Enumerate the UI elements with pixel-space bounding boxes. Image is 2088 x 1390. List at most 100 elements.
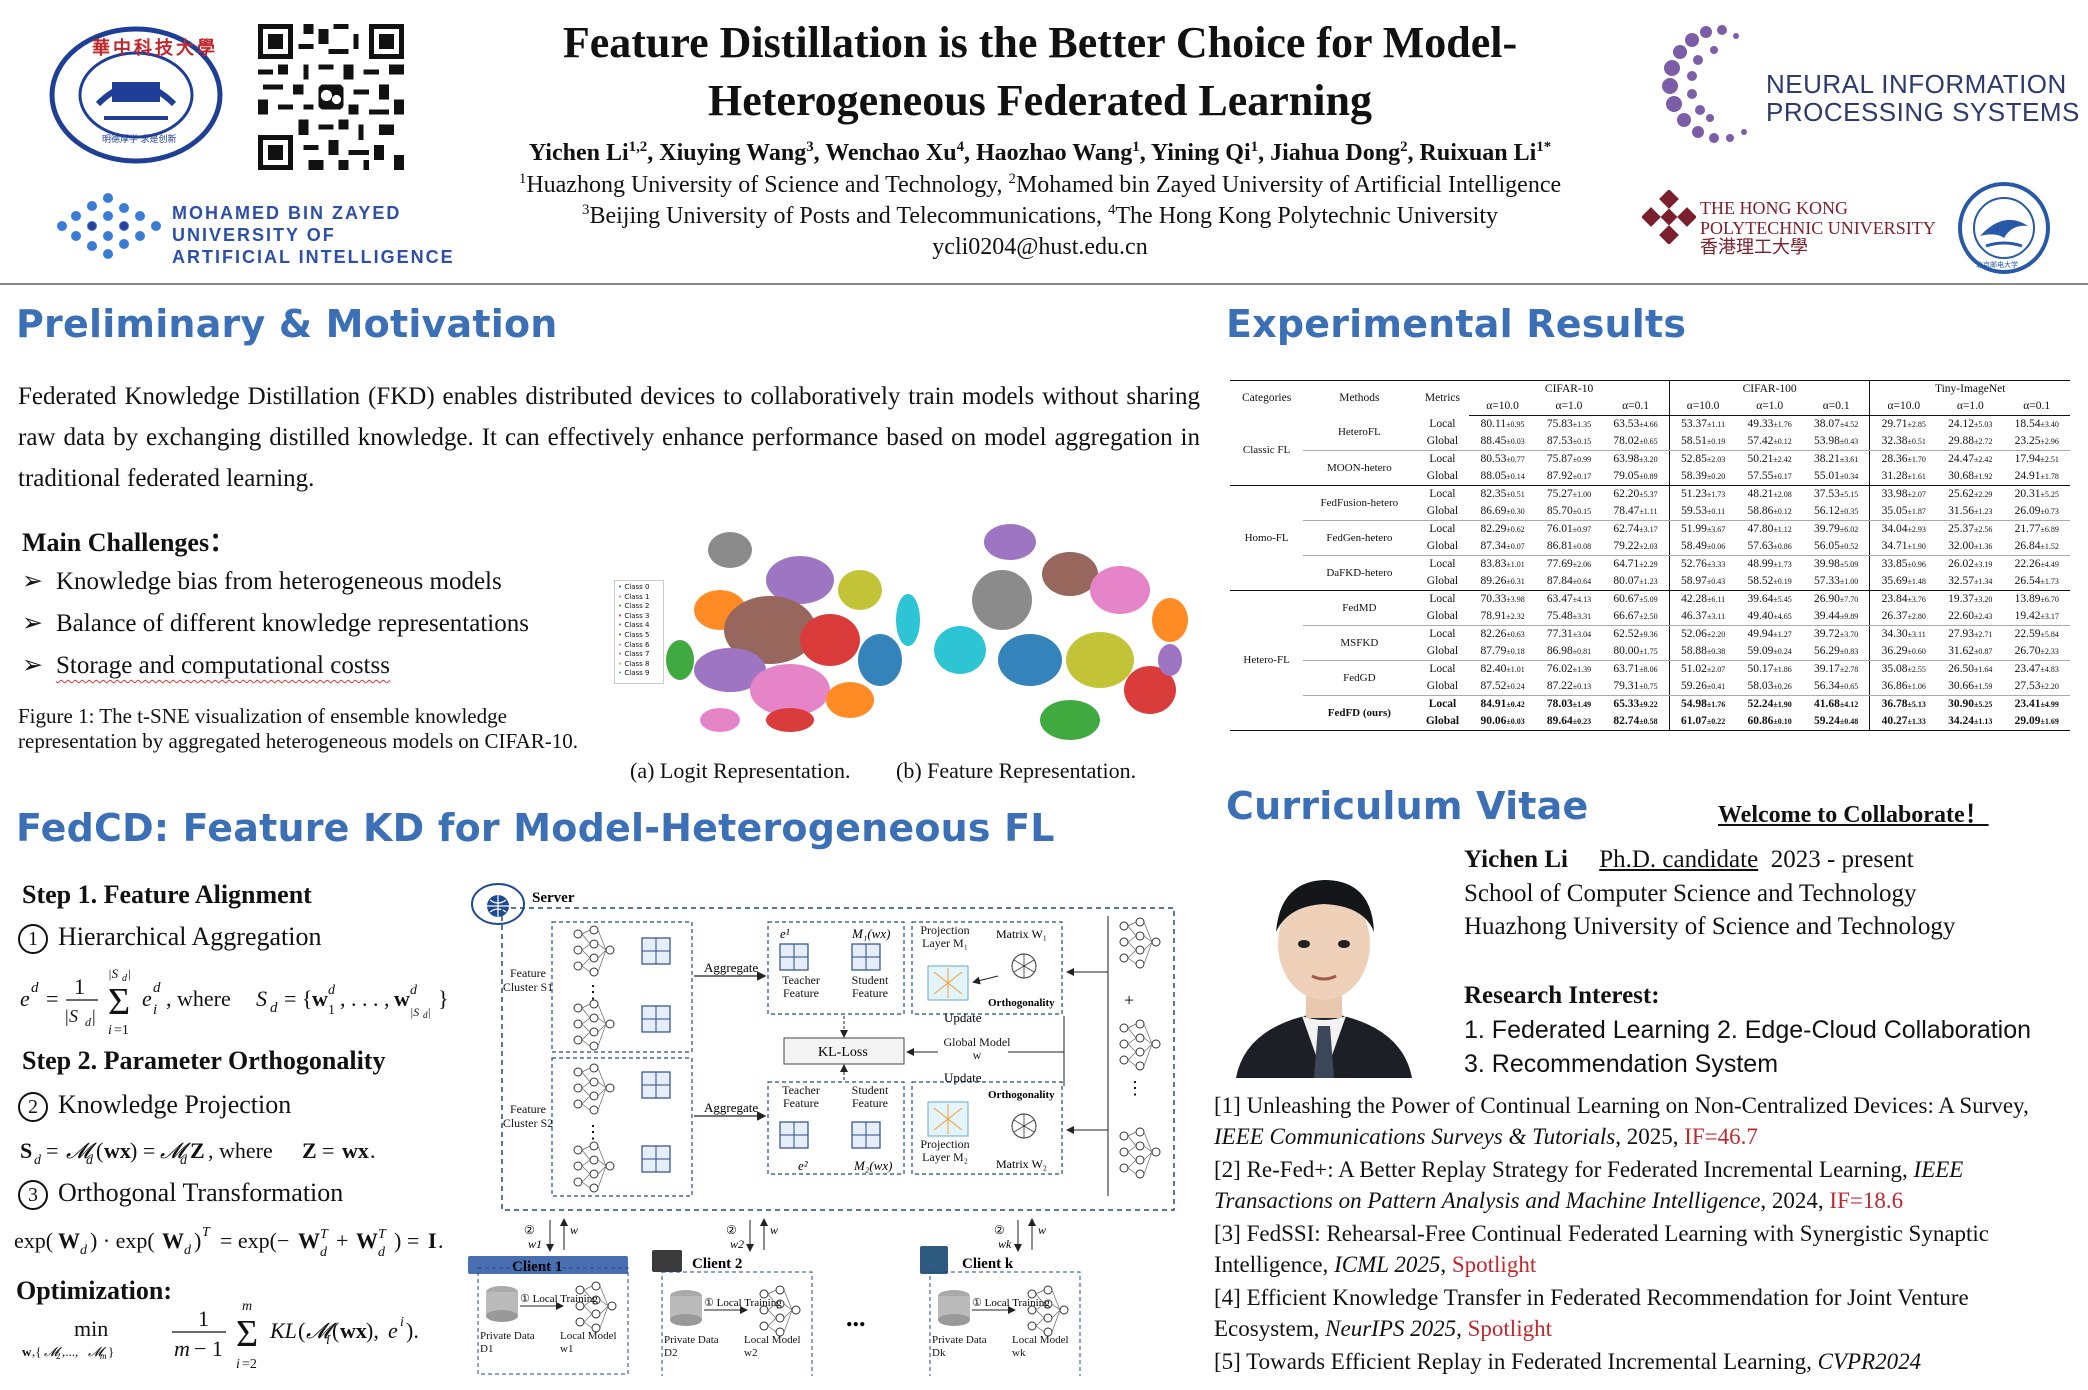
value: 50.17 [1747,663,1774,675]
std-dev: ±0.03 [1506,437,1525,446]
value-cell: 82.74±0.58 [1602,713,1670,731]
value-cell: 63.47±4.13 [1536,591,1602,609]
value: 32.57 [1948,575,1975,587]
email[interactable]: ycli0204@hust.edu.cn [932,234,1148,260]
value-cell: 39.44±9.89 [1802,608,1870,626]
std-dev: ±5.13 [1907,700,1926,709]
value: 38.07 [1814,418,1840,430]
value-cell: 31.62±0.87 [1937,643,2004,661]
std-dev: ±1.76 [1773,420,1792,429]
value: 62.74 [1613,523,1640,535]
value-cell: 57.55±0.17 [1736,468,1803,486]
cv-position: Ph.D. candidate [1599,846,1759,873]
polyu-line-1: THE HONG KONG [1700,198,1848,218]
std-dev: ±3.19 [1974,560,1993,569]
teacher-label: Teacher Feature [782,974,820,1000]
std-dev: ±9.89 [1839,612,1859,621]
value-cell: 40.27±1.33 [1869,713,1938,731]
std-dev: ±1.01 [1506,560,1525,569]
value: 31.28 [1881,470,1908,482]
value-cell: 58.88±0.38 [1668,643,1737,661]
value-cell: 32.38±0.51 [1869,433,1938,451]
cv-name-line: Yichen Li Ph.D. candidate 2023 - present [1464,846,1914,874]
value-cell: 80.11±0.95 [1469,416,1535,434]
model-icon [573,1063,615,1115]
value: 63.47 [1546,593,1573,605]
cv-title: Curriculum Vitae [1226,784,1589,828]
std-dev: ±5.84 [2040,630,2059,639]
value-cell: 62.52±9.36 [1602,626,1669,644]
value: 22.59 [2014,628,2041,640]
value: 22.60 [1948,610,1975,622]
value: 53.37 [1681,418,1707,430]
ref-text: , 2024, [1760,1188,1830,1213]
std-dev: ±6.11 [1707,595,1726,604]
metric-cell: Global [1415,608,1470,626]
std-dev: ±2.32 [1506,612,1525,621]
value-cell: 24.12±5.03 [1937,416,2003,434]
projection-net-icon [927,1101,969,1137]
value-cell: 77.69±2.06 [1536,556,1602,574]
value: 42.28 [1681,593,1707,605]
value: 79.22 [1613,540,1640,552]
value: 88.45 [1480,435,1507,447]
vertical-ellipsis: ⋮ [584,1122,602,1142]
value-cell: 57.33±1.00 [1802,573,1870,591]
std-dev: ±1.87 [1907,507,1926,516]
cv-name: Yichen Li [1464,846,1568,873]
step-2-sub-1-text: Knowledge Projection [58,1090,292,1119]
legend-item: • Class 6 [618,640,650,649]
std-dev: ±0.13 [1572,682,1592,691]
value-cell: 22.59±5.84 [2003,626,2070,644]
svg-text:Z: Z [190,1138,205,1163]
value-cell: 26.09±0.73 [2003,503,2070,521]
value-cell: 49.33±1.76 [1736,416,1802,434]
title-line-1: Feature Distillation is the Better Choic… [562,18,1518,67]
std-dev: ±5.09 [1839,560,1859,569]
value-cell: 88.05±0.14 [1469,468,1536,486]
col-header: Methods [1303,380,1416,416]
value-cell: 80.00±1.75 [1602,643,1670,661]
local-training-label: ① Local Training [704,1297,782,1309]
affil-3: Beijing University of Posts and Telecomm… [589,203,1108,229]
svg-text:d: d [31,980,39,996]
std-dev: ±2.85 [1907,420,1926,429]
value-cell: 60.86±0.10 [1736,713,1803,731]
std-dev: ±4.49 [2040,560,2059,569]
qr-code[interactable] [258,22,404,172]
value-cell: 48.21±2.08 [1736,486,1802,504]
value: 80.53 [1480,453,1507,465]
value-cell: 85.70±0.15 [1535,503,1603,521]
framework-diagram: Server ⋮ ⋮ Feature Cluster S1 Feature Cl… [468,883,1175,1376]
polyu-line-2: POLYTECHNIC UNIVERSITY [1700,218,1936,238]
legend-label: Class 5 [624,630,650,639]
value: 39.98 [1814,558,1840,570]
std-dev: ±0.12 [1773,507,1792,516]
cv-university: Huazhong University of Science and Techn… [1464,913,1956,940]
value-cell: 70.33±3.98 [1469,591,1535,609]
value: 59.53 [1681,505,1707,517]
legend-label: Class 4 [624,621,650,630]
value-cell: 56.34±0.65 [1802,678,1870,696]
value: 86.69 [1480,505,1507,517]
polyu-text: THE HONG KONG POLYTECHNIC UNIVERSITY 香港理… [1700,198,1936,258]
value-cell: 51.99±3.67 [1668,520,1737,538]
svg-text:.: . [370,1138,376,1163]
std-dev: ±2.43 [1974,612,1993,621]
svg-text:|: | [128,966,131,981]
alpha-header: α=10.0 [1668,398,1737,416]
value-cell: 50.17±1.86 [1736,661,1802,679]
value-cell: 49.94±1.27 [1736,626,1802,644]
local-training-label: ① Local Training [972,1297,1050,1309]
model-icon [1119,917,1161,969]
alpha-header: α=0.1 [1602,398,1670,416]
author-list: Yichen Li1,2, Xiuying Wang3, Wenchao Xu4… [528,139,1552,166]
value: 58.51 [1680,435,1707,447]
value: 62.20 [1613,488,1640,500]
value-cell: 26.84±1.52 [2003,538,2070,556]
std-dev: ±4.66 [1639,420,1658,429]
circled-2: ② [994,1223,1005,1237]
